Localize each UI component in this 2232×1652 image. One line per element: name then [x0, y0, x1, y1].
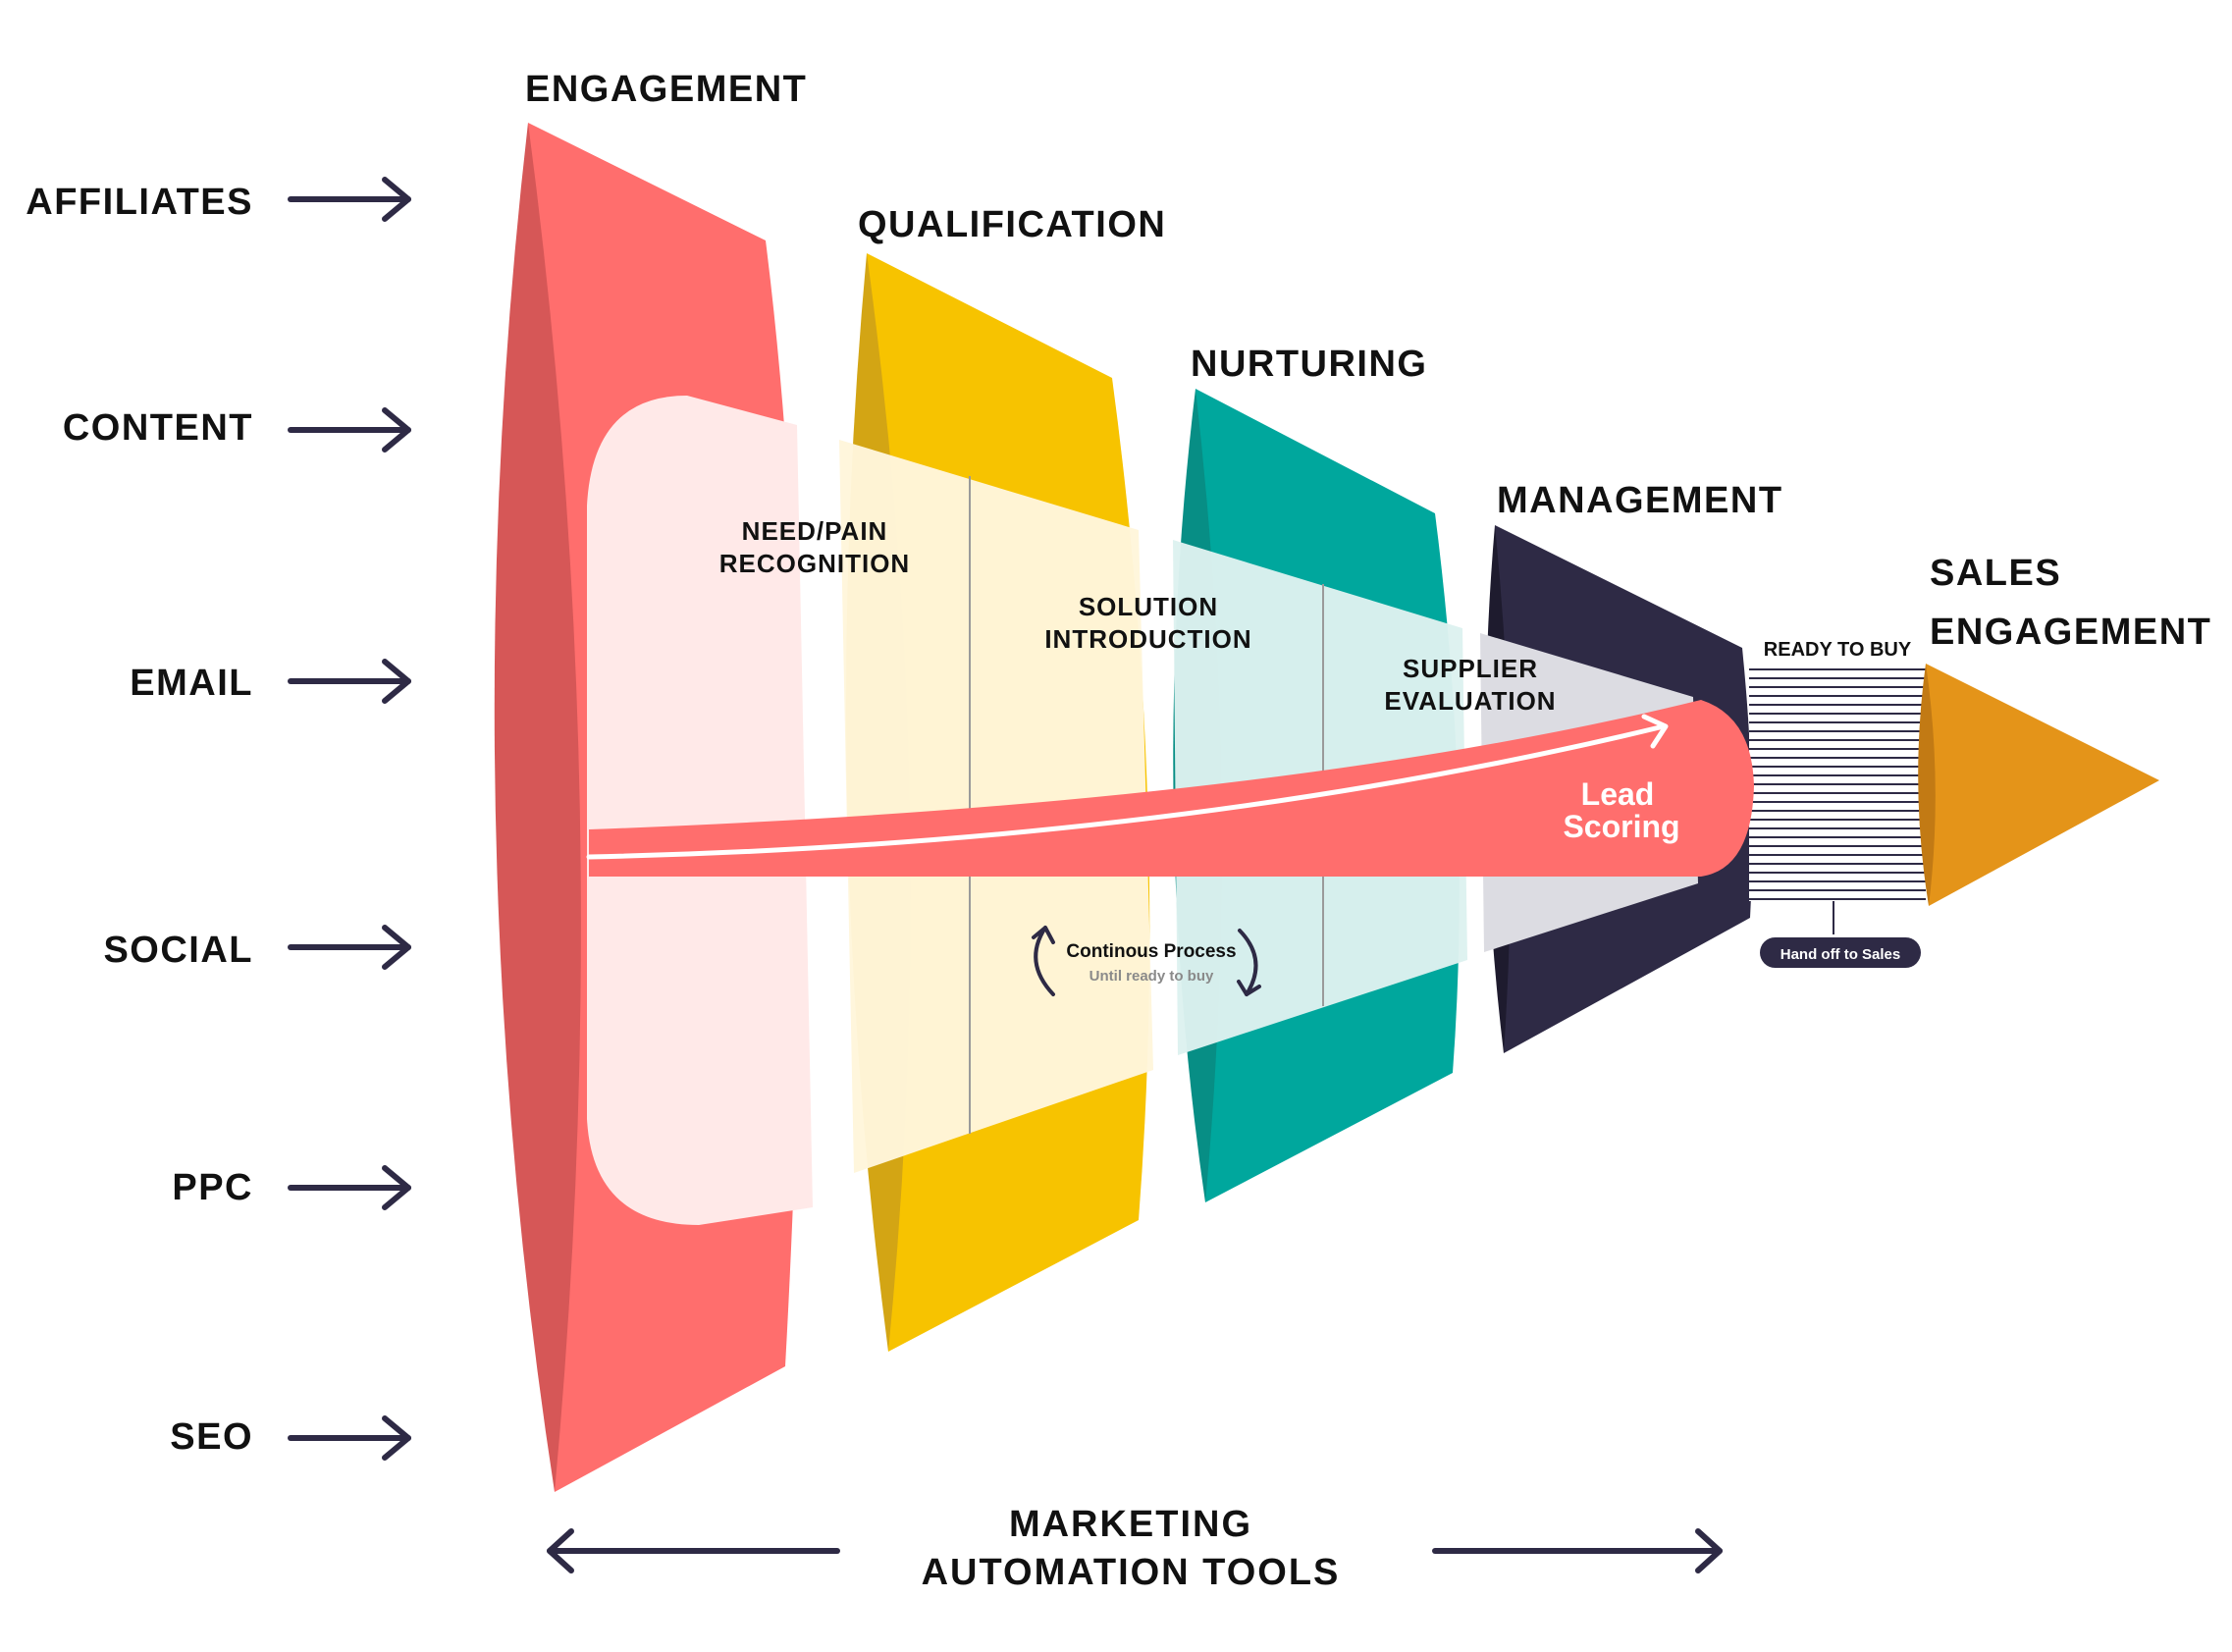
need-pain-label-line2: RECOGNITION [719, 549, 910, 578]
rotate-left-icon [1032, 926, 1055, 996]
arrow-right-icon [288, 177, 411, 222]
supplier-label-line1: SUPPLIER [1403, 654, 1538, 683]
arrow-right-icon [288, 925, 411, 970]
arrow-right-icon [288, 407, 411, 453]
continuous-process-label: Continous Process [1066, 941, 1236, 962]
ready-to-buy-stripes [1749, 668, 1926, 900]
funnel-segment-engagement [494, 123, 813, 1492]
arrow-right-icon [1432, 1528, 1723, 1573]
ready-to-buy-label: READY TO BUY [1764, 639, 1912, 661]
stage-nurturing-label: NURTURING [1191, 344, 1427, 385]
continuous-process: Continous Process Until ready to buy [1032, 926, 1261, 996]
sales-cone [1926, 664, 2159, 906]
handoff-badge: Hand off to Sales [1760, 937, 1921, 968]
engagement-inner-window [587, 396, 813, 1225]
rotate-right-icon [1237, 929, 1261, 996]
source-seo-label: SEO [170, 1416, 253, 1458]
stage-engagement-label: ENGAGEMENT [525, 69, 807, 110]
lead-scoring-band [586, 700, 1754, 877]
stage-sales-label-line2: ENGAGEMENT [1930, 612, 2211, 653]
source-arrows [288, 177, 411, 1461]
need-pain-label-line1: NEED/PAIN [742, 516, 888, 546]
lead-scoring-arrow-head [1641, 714, 1669, 749]
arrow-right-icon [288, 659, 411, 704]
lead-scoring-label-line1: Lead [1581, 776, 1655, 812]
ready-to-buy-bundle [1749, 666, 1926, 934]
arrow-left-icon [547, 1528, 840, 1573]
lead-scoring-label-line2: Scoring [1563, 809, 1679, 844]
bottom-arrows [547, 1528, 1723, 1573]
solution-label-line2: INTRODUCTION [1044, 624, 1251, 654]
source-email-label: EMAIL [130, 663, 253, 704]
marketing-automation-label-line2: AUTOMATION TOOLS [922, 1552, 1341, 1593]
source-content-label: CONTENT [63, 407, 253, 449]
source-social-label: SOCIAL [103, 930, 253, 971]
marketing-automation-label-line1: MARKETING [1009, 1504, 1252, 1545]
arrow-right-icon [288, 1415, 411, 1461]
lead-scoring-pipe [589, 700, 1754, 877]
stage-management-label: MANAGEMENT [1497, 480, 1783, 521]
handoff-label: Hand off to Sales [1780, 946, 1901, 963]
until-ready-label: Until ready to buy [1089, 968, 1214, 985]
source-ppc-label: PPC [172, 1167, 253, 1208]
engagement-rim [494, 123, 581, 1492]
stage-sales-label-line1: SALES [1930, 553, 2061, 594]
source-labels: AFFILIATES CONTENT EMAIL SOCIAL PPC SEO [26, 182, 253, 1458]
stage-qualification-label: QUALIFICATION [858, 204, 1166, 245]
funnel-segment-sales [1918, 664, 2159, 906]
sales-rim [1918, 664, 1936, 906]
funnel-segment-qualification [839, 253, 1153, 1352]
supplier-label-line2: EVALUATION [1384, 686, 1556, 716]
arrow-right-icon [288, 1165, 411, 1210]
lead-scoring-arrow-line [586, 723, 1667, 860]
source-affiliates-label: AFFILIATES [26, 182, 253, 223]
solution-label-line1: SOLUTION [1079, 592, 1218, 621]
